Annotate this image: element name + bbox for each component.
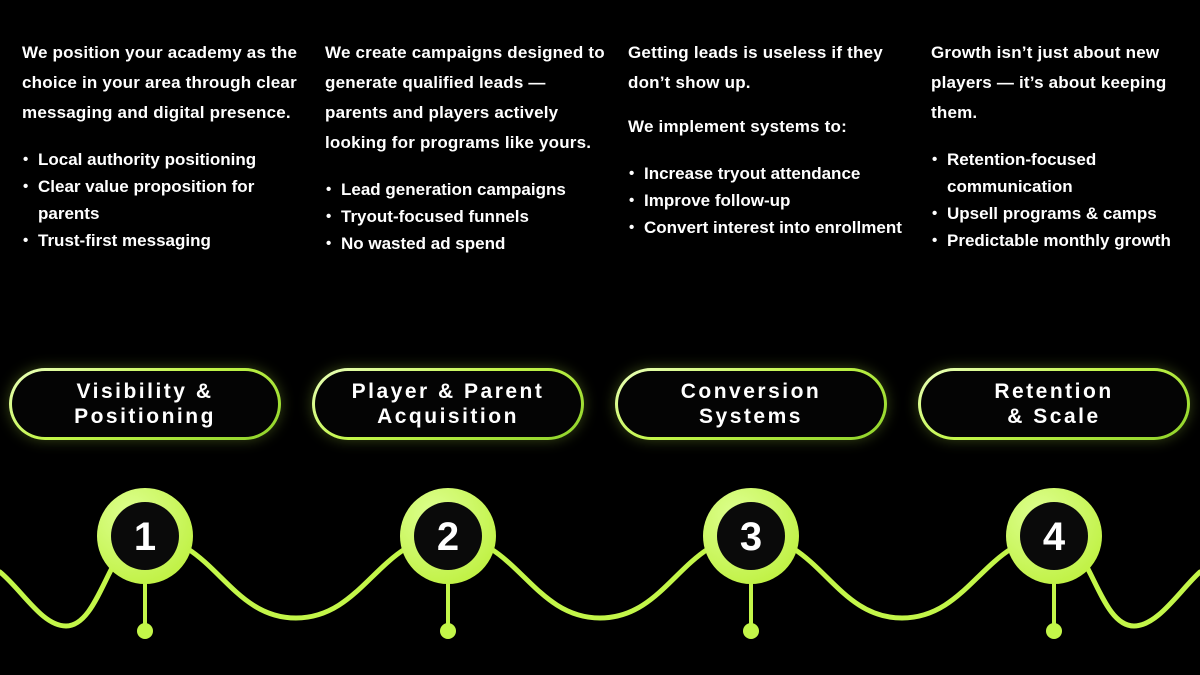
step-pill-retention-scale: Retention & Scale: [918, 368, 1190, 440]
pill-label-line: Positioning: [74, 405, 216, 428]
step-pill-player-parent-acquisition: Player & Parent Acquisition: [312, 368, 584, 440]
step-2-description: We create campaigns designed to generate…: [325, 38, 606, 257]
bullet-item: Upsell programs & camps: [931, 200, 1200, 227]
step-3-bullet-list: Increase tryout attendance Improve follo…: [628, 160, 909, 241]
step-2-paragraph: We create campaigns designed to generate…: [325, 43, 605, 152]
step-2-circle-inner: [414, 502, 482, 570]
step-1-paragraph: We position your academy as the choice i…: [22, 43, 298, 122]
step-3-number: 3: [740, 515, 762, 559]
step-descriptions-row: We position your academy as the choice i…: [22, 38, 1200, 257]
step-2-dot: [440, 623, 456, 639]
step-3-description: Getting leads is useless if they don’t s…: [628, 38, 909, 257]
step-1-circle-inner: [111, 502, 179, 570]
step-4-description: Growth isn’t just about new players — it…: [931, 38, 1200, 257]
step-3-dot: [743, 623, 759, 639]
step-4-number: 4: [1043, 515, 1066, 559]
step-1-description: We position your academy as the choice i…: [22, 38, 303, 257]
pill-label-line: Acquisition: [377, 405, 519, 428]
bullet-item: Local authority positioning: [22, 146, 303, 173]
pill-inner: Visibility & Positioning: [12, 371, 278, 437]
pill-label-line: Player & Parent: [351, 380, 545, 403]
step-4-dot: [1046, 623, 1062, 639]
step-3-paragraph: Getting leads is useless if they don’t s…: [628, 43, 883, 92]
step-1-bullet-list: Local authority positioning Clear value …: [22, 146, 303, 254]
step-3-paragraph-2: We implement systems to:: [628, 117, 847, 136]
pill-inner: Conversion Systems: [618, 371, 884, 437]
step-pill-conversion-systems: Conversion Systems: [615, 368, 887, 440]
pill-label-line: Retention: [994, 380, 1114, 403]
step-pill-visibility-positioning: Visibility & Positioning: [9, 368, 281, 440]
step-3-circle-inner: [717, 502, 785, 570]
pill-inner: Player & Parent Acquisition: [315, 371, 581, 437]
pill-inner: Retention & Scale: [921, 371, 1187, 437]
step-4-circle-inner: [1020, 502, 1088, 570]
bullet-item: No wasted ad spend: [325, 230, 606, 257]
pill-label-line: Visibility &: [76, 380, 214, 403]
bullet-item: Convert interest into enrollment: [628, 214, 909, 241]
timeline-wave: 1 2 3 4: [0, 488, 1200, 639]
bullet-item: Lead generation campaigns: [325, 176, 606, 203]
bullet-item: Predictable monthly growth: [931, 227, 1200, 254]
step-2-bullet-list: Lead generation campaigns Tryout-focused…: [325, 176, 606, 257]
pill-label-line: Systems: [699, 405, 803, 428]
step-4-bullet-list: Retention-focused communication Upsell p…: [931, 146, 1200, 254]
step-4-paragraph: Growth isn’t just about new players — it…: [931, 43, 1167, 122]
bullet-item: Increase tryout attendance: [628, 160, 909, 187]
pill-label-line: & Scale: [1007, 405, 1101, 428]
bullet-item: Improve follow-up: [628, 187, 909, 214]
bullet-item: Clear value proposition for parents: [22, 173, 303, 227]
step-1-number: 1: [134, 515, 156, 559]
bullet-item: Trust-first messaging: [22, 227, 303, 254]
bullet-item: Retention-focused communication: [931, 146, 1200, 200]
bullet-item: Tryout-focused funnels: [325, 203, 606, 230]
step-1-dot: [137, 623, 153, 639]
pill-label-line: Conversion: [680, 380, 822, 403]
step-2-number: 2: [437, 515, 459, 559]
